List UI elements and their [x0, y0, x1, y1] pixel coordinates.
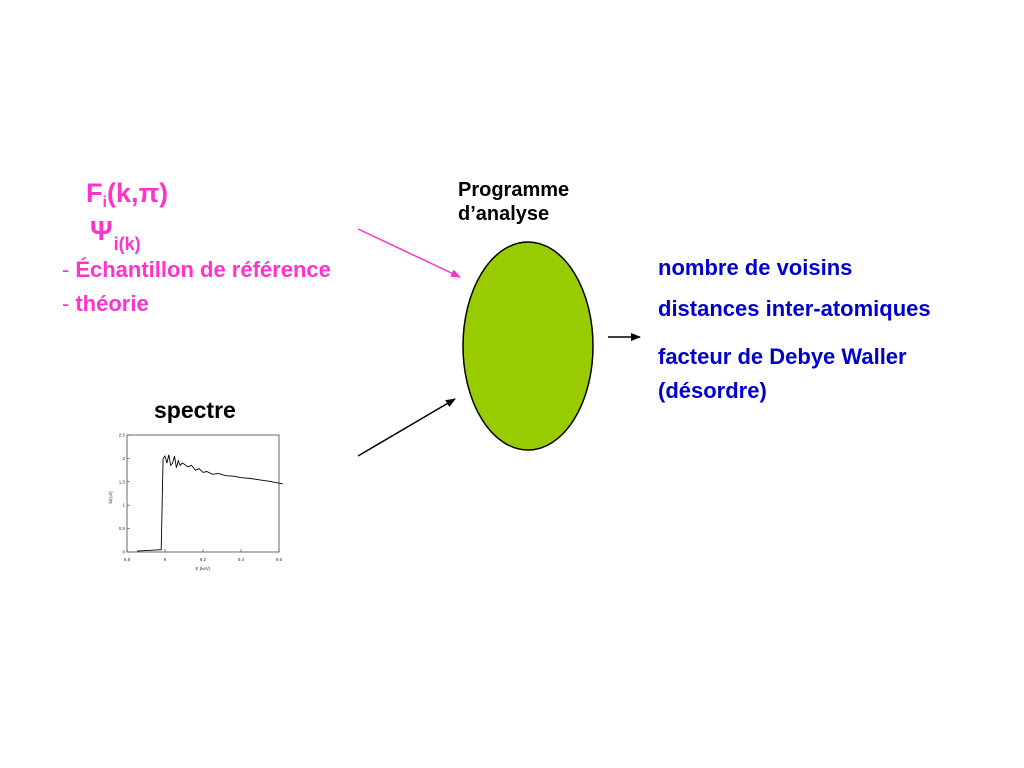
- y-tick-label: 2,5: [119, 433, 126, 438]
- y-tick-label: 0,5: [119, 526, 126, 531]
- y-tick-label: 0: [122, 550, 125, 555]
- f-arguments: (k,π): [106, 178, 169, 208]
- reference-arrow: [357, 228, 461, 278]
- output-debye-waller: facteur de Debye Waller: [658, 344, 907, 369]
- x-axis-label: E (keV): [195, 566, 211, 571]
- spectrum-chart: 0 0,5 1 1,5 2 2,5 8,8 9 9,2 9,4 9,6 ln(I₀/I) E (k…: [108, 433, 283, 571]
- spectrum-line: [136, 454, 283, 552]
- x-tick-label: 9,4: [238, 557, 245, 562]
- x-tick-label: 9: [164, 557, 167, 562]
- output-distances: distances inter-atomiques: [658, 296, 931, 321]
- y-axis-label: ln(I₀/I): [108, 491, 113, 504]
- y-tick-label: 1,5: [119, 479, 126, 484]
- psi-symbol: Ψ: [90, 215, 113, 246]
- program-label: Programme d’analyse: [458, 178, 569, 226]
- spectrum-label: spectre: [154, 397, 236, 423]
- x-tick-label: 9,6: [276, 557, 283, 562]
- x-tick-label: 8,8: [124, 557, 131, 562]
- output-neighbors: nombre de voisins: [658, 255, 853, 280]
- x-ticks: 8,8 9 9,2 9,4 9,6: [124, 549, 283, 562]
- program-label-line1: Programme: [458, 179, 570, 201]
- reference-item-label: théorie: [75, 291, 149, 316]
- y-tick-label: 1: [122, 503, 125, 508]
- reference-item-label: Échantillon de référence: [75, 257, 331, 282]
- program-label-line2: d’analyse: [458, 203, 550, 225]
- bullet-dash: -: [62, 257, 70, 282]
- reference-function-label: Fi(k,π): [86, 176, 168, 220]
- bullet-dash: -: [62, 291, 70, 316]
- analysis-program-ellipse: [462, 241, 594, 451]
- output-disorder: (désordre): [658, 378, 767, 403]
- y-ticks: 0 0,5 1 1,5 2 2,5: [119, 433, 130, 555]
- spectrum-arrow: [357, 398, 456, 457]
- y-tick-label: 2: [122, 456, 125, 461]
- reference-item-theory: -théorie: [62, 291, 149, 317]
- x-tick-label: 9,2: [200, 557, 207, 562]
- psi-label: Ψi(k): [90, 214, 141, 261]
- reference-item-sample: -Échantillon de référence: [62, 257, 331, 283]
- f-subscript: i: [102, 194, 107, 211]
- plot-frame: [126, 434, 280, 553]
- psi-subscript: i(k): [113, 234, 141, 254]
- f-symbol: F: [86, 178, 103, 208]
